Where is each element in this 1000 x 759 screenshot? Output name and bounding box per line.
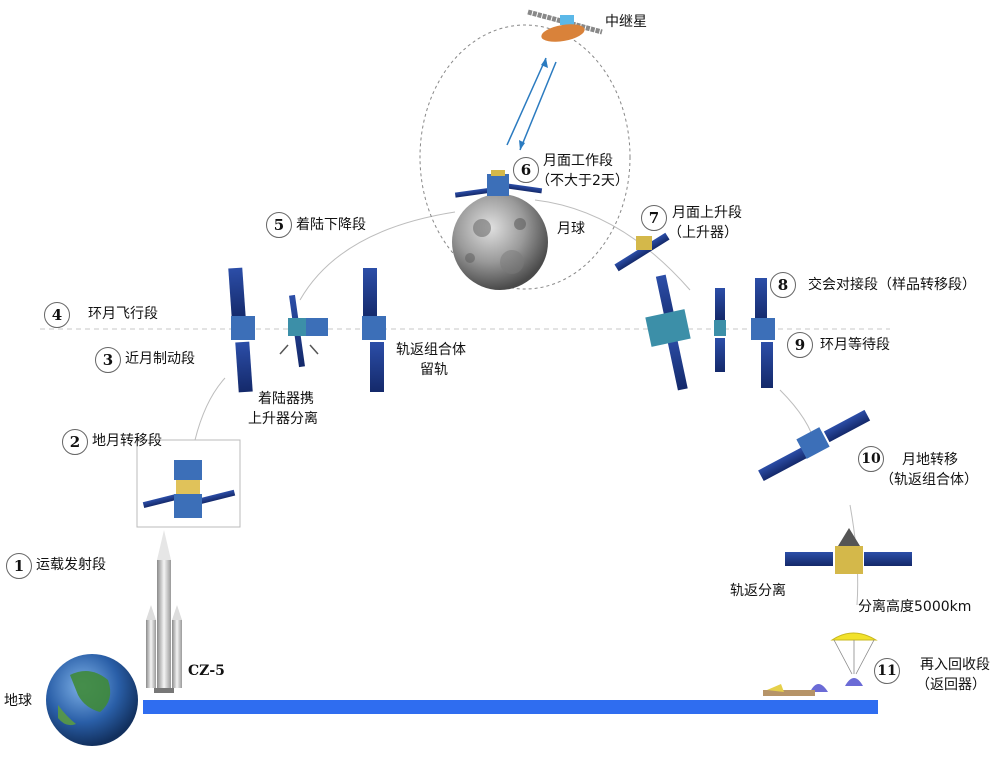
separation-craft-icon: [785, 528, 912, 574]
stage-10-label: 月地转移: [902, 452, 958, 468]
ascender-icon: [614, 232, 670, 272]
stage-6-sublabel: （不大于2天）: [536, 173, 629, 189]
rocket-icon: [146, 530, 182, 693]
stage-4-number: 4: [44, 302, 70, 328]
sep-altitude-label: 分离高度5000km: [858, 599, 972, 615]
comm-arrowhead-up: [541, 58, 548, 68]
stage-3-number: 3: [95, 347, 121, 373]
stage-2-label: 地月转移段: [92, 433, 162, 449]
lander-on-moon-icon: [454, 170, 543, 198]
stage-8-number: 8: [770, 272, 796, 298]
stage-7-label: 月面上升段: [672, 205, 742, 221]
transfer-spacecraft-inset: [136, 439, 241, 528]
earth-icon: [46, 654, 138, 746]
stage-2-number: 2: [62, 429, 88, 455]
trajectory-descent: [299, 211, 456, 301]
stage-9-label: 环月等待段: [820, 337, 890, 353]
orbiter-return-sep-label: 轨返分离: [730, 583, 786, 599]
waiting-orbiter-icon: [751, 278, 775, 388]
stage-1-number: 1: [6, 553, 32, 579]
stage-6-number: 6: [513, 157, 539, 183]
stage-5-label: 着陆下降段: [296, 217, 366, 233]
stage-1-label: 运载发射段: [36, 557, 106, 573]
stage-6-label: 月面工作段: [543, 153, 613, 169]
ground-bar: [143, 700, 878, 714]
trajectory-transfer: [194, 377, 226, 441]
stage-3-label: 近月制动段: [125, 351, 195, 367]
stage-10-sublabel: （轨返组合体）: [880, 472, 978, 488]
stage-10-number: 10: [858, 446, 884, 472]
stage-4-label: 环月飞行段: [88, 306, 158, 322]
stage-11-sublabel: （返回器）: [916, 677, 986, 693]
trajectory-ascent: [534, 199, 691, 291]
stage-7-sublabel: （上升器）: [668, 225, 738, 241]
lander-separation-icon: [279, 294, 328, 368]
relay-orbit-ellipse: [419, 24, 631, 290]
stage-8-label: 交会对接段（样品转移段）: [808, 277, 976, 293]
stage-5-number: 5: [266, 212, 292, 238]
orbit-stay-label-1: 轨返组合体: [396, 342, 466, 358]
reentry-capsule-icon: [763, 632, 878, 696]
orbiter-stay-icon: [362, 268, 386, 392]
comm-arrowhead-down: [519, 140, 525, 150]
lander-sep-label-2: 上升器分离: [248, 411, 318, 427]
moon-label: 月球: [557, 221, 585, 237]
stage-11-number: 11: [874, 658, 900, 684]
orbiter-craft-left-icon: [228, 267, 255, 393]
moon-icon: [452, 194, 548, 290]
stage-11-label: 再入回收段: [920, 657, 990, 673]
relay-satellite-icon: [527, 9, 603, 42]
stage-9-number: 9: [787, 332, 813, 358]
docking-craft-icon: [645, 274, 726, 391]
comm-arrow-down: [519, 61, 557, 151]
stage-7-number: 7: [641, 205, 667, 231]
comm-arrow-up: [506, 57, 547, 146]
lander-sep-label-1: 着陆器携: [258, 391, 314, 407]
relay-label: 中继星: [605, 14, 647, 30]
earth-label: 地球: [4, 693, 32, 709]
rocket-label: CZ-5: [188, 663, 225, 679]
return-transfer-craft-icon: [758, 409, 871, 482]
orbit-stay-label-2: 留轨: [420, 362, 448, 378]
